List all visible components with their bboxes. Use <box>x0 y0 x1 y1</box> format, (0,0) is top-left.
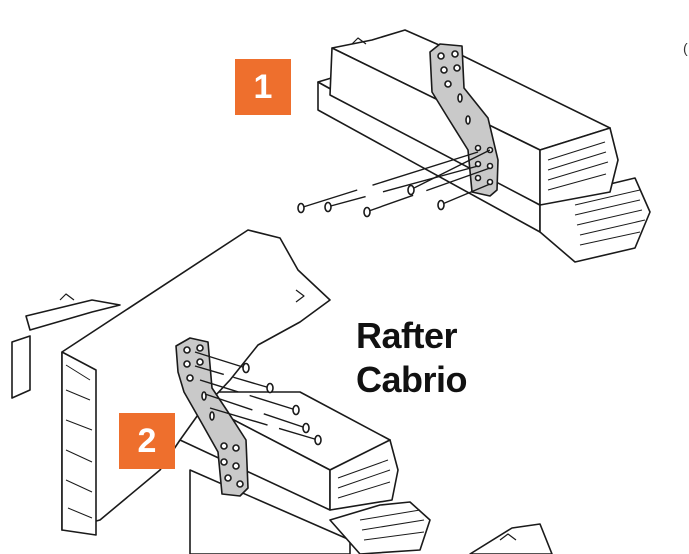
step-2-illustration <box>11 229 553 554</box>
step-2-connector-plate <box>175 337 249 497</box>
caption: Rafter Cabrio <box>356 314 468 402</box>
step-2-nails <box>194 351 322 446</box>
step-1-illustration <box>297 29 651 263</box>
edge-mark: ( <box>683 40 688 56</box>
step-1-nails <box>297 149 491 218</box>
caption-line-1: Rafter <box>356 315 458 356</box>
step-1-connector-plate <box>429 43 499 197</box>
step-2-wall-plate <box>11 293 121 399</box>
caption-line-2: Cabrio <box>356 359 468 400</box>
step-2-partial-block <box>469 523 553 554</box>
step-2-badge: 2 <box>119 413 175 469</box>
step-1-badge: 1 <box>235 59 291 115</box>
